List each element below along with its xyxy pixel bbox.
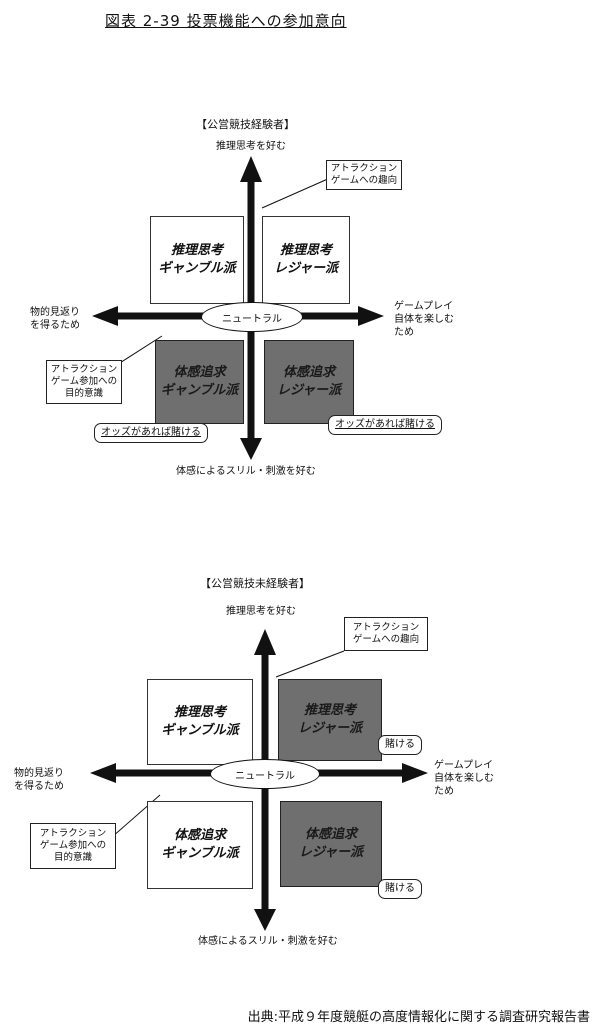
panel-header: 【公営競技未経験者】: [200, 577, 310, 590]
quadrant-bottom-left: 体感追求ギャンブル派: [147, 801, 253, 889]
center-neutral-ellipse: ニュートラル: [210, 759, 320, 789]
figure-title: 図表 2-39 投票機能への参加意向: [105, 12, 347, 30]
axis-right-label: ゲームプレイ自体を楽しむため: [434, 760, 494, 797]
quadrant-bottom-right: 体感追求レジャー派: [280, 801, 382, 887]
quadrant-bottom-right: 体感追求レジャー派: [264, 340, 354, 424]
bubble-bet-top-right: 賭ける: [378, 735, 422, 755]
axis-bottom-label: 体感によるスリル・刺激を好む: [176, 466, 316, 477]
axis-top-label: 推理思考を好む: [216, 141, 286, 152]
quadrant-top-right: 推理思考レジャー派: [278, 679, 382, 761]
callout-attraction-purpose: アトラクションゲーム参加への目的意識: [46, 360, 122, 404]
panel-header: 【公営競技経験者】: [196, 118, 295, 131]
center-neutral-ellipse: ニュートラル: [201, 302, 303, 332]
callout-attraction-preference: アトラクションゲームへの趣向: [326, 160, 402, 190]
diagram-inexperienced: 【公営競技未経験者】 推理思考を好む 体感によるスリル・刺激を好む 物的見返りを…: [0, 575, 600, 1035]
callout-attraction-preference: アトラクションゲームへの趣向: [344, 617, 428, 651]
callout-attraction-purpose: アトラクションゲーム参加への目的意識: [30, 823, 116, 869]
axis-top-label: 推理思考を好む: [226, 606, 296, 617]
quadrant-top-right: 推理思考レジャー派: [262, 216, 350, 304]
quadrant-top-left: 推理思考ギャンブル派: [150, 216, 244, 304]
axis-right-label: ゲームプレイ自体を楽しむため: [394, 301, 454, 338]
quadrant-bottom-left: 体感追求ギャンブル派: [155, 340, 244, 424]
axis-bottom-label: 体感によるスリル・刺激を好む: [198, 936, 338, 947]
axis-left-label: 物的見返りを得るため: [30, 307, 80, 331]
axis-left-label: 物的見返りを得るため: [14, 768, 64, 792]
bubble-bet-bottom-right: 賭ける: [378, 879, 422, 899]
diagram-experienced: 【公営競技経験者】 推理思考を好む 体感によるスリル・刺激を好む 物的見返りを得…: [0, 110, 600, 570]
bubble-bet-if-odds-right: オッズがあれば賭ける: [328, 415, 442, 435]
source-citation: 出典:平成９年度競艇の高度情報化に関する調査研究報告書: [247, 1010, 590, 1025]
bubble-bet-if-odds-left: オッズがあれば賭ける: [94, 423, 208, 443]
quadrant-top-left: 推理思考ギャンブル派: [147, 679, 253, 765]
